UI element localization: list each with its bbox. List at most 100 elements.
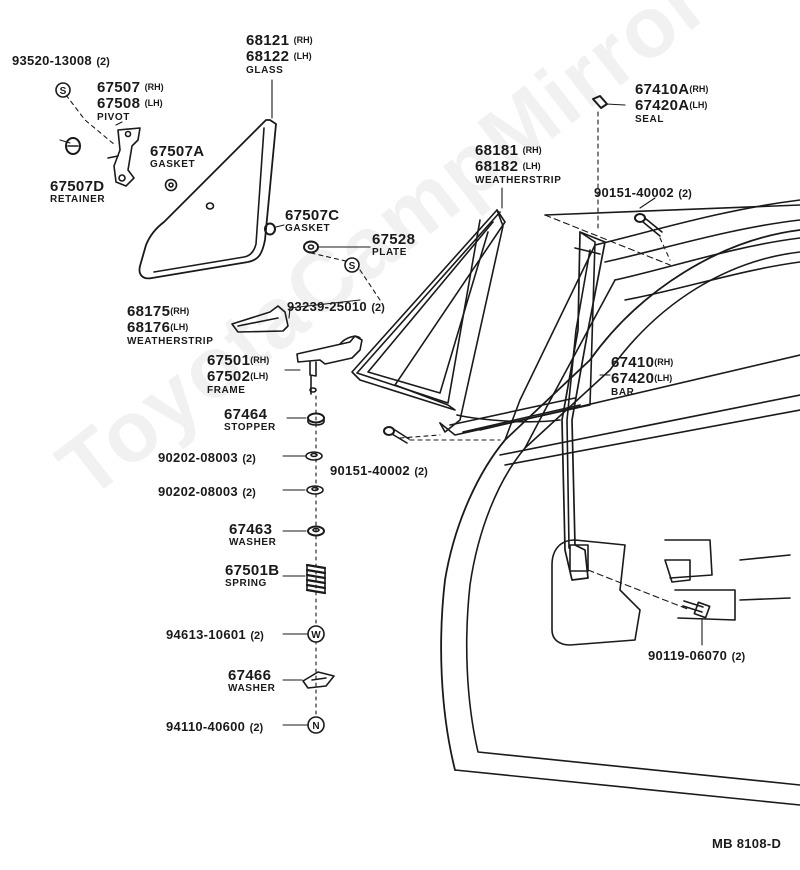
bolt-part [682,600,711,619]
diagram-reference: MB 8108-D [712,836,782,851]
part-name: BAR [611,387,635,398]
part-number: 67501 [207,352,251,369]
part-name: PIVOT [97,112,131,123]
part-name: WASHER [229,537,277,548]
part-number: 67420A [635,97,690,114]
nut-1-part [305,451,323,461]
label-gasket-c: 67507C GASKET [285,208,339,234]
label-stopper: 67464 STOPPER [224,407,276,433]
label-glass: 68121 (RH) 68122 (LH) GLASS [246,33,313,76]
label-washer-63: 67463 WASHER [229,522,277,548]
symbol-w-text: W [311,630,321,641]
side: (RH) [250,355,270,365]
label-screw-93239: 93239-25010 (2) [287,299,385,315]
weatherstrip-upper [351,209,596,436]
washer-66-part [302,671,335,689]
symbol-s-2: S [344,257,360,273]
side: (RH) [170,306,190,316]
door-panel [440,199,800,806]
part-number: 68175 [127,303,171,320]
label-gasket-a: 67507A GASKET [150,144,204,170]
label-nut-2: 90202-08003 (2) [158,484,256,500]
symbol-n-text: N [312,721,319,732]
part-number: 93239-25010 [287,299,367,314]
side: (LH) [293,51,312,61]
side: (LH) [250,371,269,381]
part-number: 93520-13008 [12,53,92,68]
screw-top-part [634,213,663,237]
label-nut-94110: 94110-40600 (2) [166,719,263,735]
nut-2-part [306,485,324,495]
leader-lines [59,79,703,726]
gasket-c-part [264,222,276,236]
label-washer-94613: 94613-10601 (2) [166,627,264,643]
label-retainer: 67507D RETAINER [50,179,105,205]
label-bolt-90119: 90119-06070 (2) [648,648,745,664]
part-number: 90119-06070 [648,648,728,663]
quantity: (2) [242,453,256,465]
part-name: STOPPER [224,422,276,433]
label-washer-66: 67466 WASHER [228,668,276,694]
part-number: 90151-40002 [594,185,674,200]
part-number: 67507A [150,143,205,160]
part-name: GASKET [150,159,196,170]
part-name: PLATE [372,247,408,258]
symbol-s-1-text: S [60,86,67,97]
symbol-w: W [307,625,325,643]
label-seal: 67410A(RH) 67420A(LH) SEAL [635,82,708,125]
side: (RH) [293,35,313,45]
part-number: 67528 [372,231,416,248]
symbol-s-2-text: S [349,261,356,272]
part-name: RETAINER [50,194,106,205]
label-weatherstrip-upper: 68181 (RH) 68182 (LH) WEATHERSTRIP [475,143,561,186]
part-number: 67420 [611,370,655,387]
part-number: 67410 [611,354,655,371]
label-frame: 67501(RH) 67502(LH) FRAME [207,353,269,396]
part-number: 68121 [246,32,290,49]
lower-weatherstrip-part [231,305,289,333]
part-number: 67501B [225,562,280,579]
side: (LH) [689,100,708,110]
part-number: 67507 [97,79,141,96]
part-name: FRAME [207,385,246,396]
part-number: 94613-10601 [166,627,246,642]
side: (LH) [522,161,541,171]
side: (RH) [522,145,542,155]
quantity: (2) [96,56,110,68]
label-weatherstrip-lower: 68175(RH) 68176(LH) WEATHERSTRIP [127,304,213,347]
part-number: 90151-40002 [330,463,410,478]
label-plate: 67528 PLATE [372,232,415,258]
vent-glass [138,119,277,280]
part-name: SEAL [635,114,665,125]
part-number: 68176 [127,319,171,336]
part-number: 67463 [229,521,273,538]
part-name: SPRING [225,578,267,589]
frame-part [296,335,363,395]
part-name: WEATHERSTRIP [475,175,562,186]
pivot-bracket [107,127,141,187]
quantity: (2) [242,487,256,499]
side: (LH) [654,373,673,383]
part-number: 67410A [635,81,690,98]
plate-part [303,240,319,254]
part-number: 67502 [207,368,251,385]
side: (LH) [170,322,189,332]
retainer-part [65,137,81,155]
quantity: (2) [678,188,692,200]
label-screw-90151-bottom: 90151-40002 (2) [330,463,428,479]
symbol-s-1: S [55,82,71,98]
symbol-n: N [307,716,325,734]
seal-part [592,95,608,109]
part-name: WEATHERSTRIP [127,336,214,347]
label-screw-93520: 93520-13008 (2) [12,53,110,69]
label-pivot: 67507 (RH) 67508 (LH) PIVOT [97,80,164,123]
label-nut-1: 90202-08003 (2) [158,450,256,466]
part-number: 67464 [224,406,268,423]
part-number: 67507C [285,207,340,224]
side: (RH) [144,82,164,92]
label-bar: 67410(RH) 67420(LH) BAR [611,355,673,398]
part-number: 68182 [475,158,519,175]
side: (RH) [654,357,674,367]
part-number: 68122 [246,48,290,65]
